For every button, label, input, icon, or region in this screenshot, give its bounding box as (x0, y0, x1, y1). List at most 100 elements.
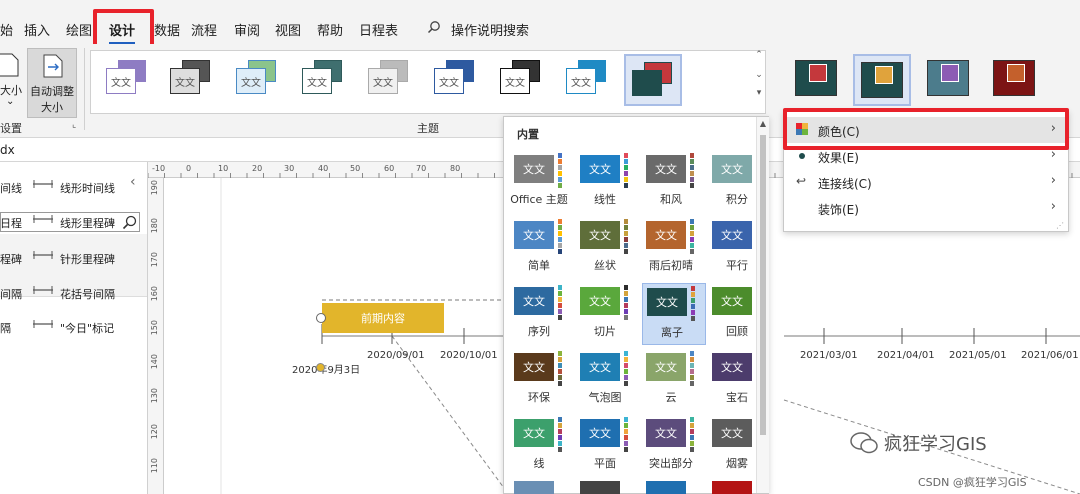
shape-item[interactable]: "今日"标记 (60, 322, 115, 335)
tab-draw[interactable]: 绘图 (66, 24, 93, 39)
theme-thumbnail[interactable]: 文文 (100, 54, 158, 106)
theme-swatch: 文文 (646, 221, 686, 249)
tab-view[interactable]: 视图 (275, 24, 302, 39)
theme-option[interactable]: 文文线 (510, 415, 574, 477)
theme-color-strip (690, 351, 694, 387)
page-size-icon[interactable] (0, 52, 20, 78)
search-icon[interactable] (122, 215, 137, 230)
shape-item[interactable]: 间隔 (0, 288, 22, 301)
shape-name-field[interactable]: dx (0, 143, 15, 157)
gallery-scroll[interactable]: ⌃ ⌄ ▾ (755, 50, 763, 98)
theme-thumbnail[interactable]: 文文 (560, 54, 618, 106)
shape-item[interactable]: 线形时间线 (60, 182, 115, 195)
variant-front (875, 66, 893, 84)
theme-option[interactable]: 文文线性 (576, 151, 640, 213)
theme-option[interactable]: 文文气泡图 (576, 349, 640, 411)
theme-option[interactable]: 文文烟雾 (708, 415, 772, 477)
scroll-up-icon[interactable]: ▲ (759, 119, 767, 128)
dialog-launcher-icon[interactable]: ⌞ (72, 120, 77, 130)
theme-shape: 文文 (236, 68, 266, 94)
tab-timeline[interactable]: 日程表 (359, 24, 399, 39)
auto-fit-icon (43, 54, 63, 78)
theme-thumbnail[interactable] (624, 54, 682, 106)
highlight-colors-item (783, 108, 1069, 150)
theme-variant[interactable] (789, 54, 847, 106)
menu-item-decorations[interactable]: 装饰(E) › (784, 195, 1068, 221)
tab-insert[interactable]: 插入 (24, 24, 51, 39)
themes-group-label: 主题 (417, 122, 439, 135)
theme-name: Office 主题 (510, 193, 568, 206)
theme-option[interactable]: 文文云 (642, 349, 706, 411)
theme-thumbnail[interactable]: 文文 (428, 54, 486, 106)
auto-fit-button[interactable]: 自动调整 大小 (27, 48, 77, 118)
ruler-tick: 20 (252, 164, 263, 173)
shape-item[interactable]: 程碑 (0, 253, 22, 266)
chevron-down-icon[interactable]: ⌄ (107, 215, 117, 228)
theme-variant[interactable] (921, 54, 979, 106)
theme-option[interactable]: 文文切片 (576, 283, 640, 345)
tab-review[interactable]: 审阅 (234, 24, 261, 39)
theme-option[interactable]: 文文简单 (510, 217, 574, 279)
tab-help[interactable]: 帮助 (317, 24, 344, 39)
menu-item-label: 装饰(E) (818, 203, 859, 217)
shape-item[interactable]: 隔 (0, 322, 11, 335)
tab-data[interactable]: 数据 (154, 24, 181, 39)
theme-option[interactable]: 文文和风 (642, 151, 706, 213)
chevron-right-icon: › (1050, 173, 1056, 188)
theme-swatch-partial[interactable] (712, 481, 752, 494)
theme-option[interactable]: 文文离子 (642, 283, 706, 345)
theme-thumbnail[interactable]: 文文 (494, 54, 552, 106)
tab-process[interactable]: 流程 (191, 24, 218, 39)
menu-item-effects[interactable]: 效果(E) › (784, 143, 1068, 169)
dropdown-scrollbar[interactable]: ▲ (756, 117, 769, 493)
theme-swatch-partial[interactable] (646, 481, 686, 494)
theme-thumbnail[interactable]: 文文 (296, 54, 354, 106)
theme-swatch-partial[interactable] (514, 481, 554, 494)
theme-thumbnail[interactable]: 文文 (164, 54, 222, 106)
timeline-interval-bar[interactable]: 前期内容 (322, 303, 444, 333)
menu-item-colors[interactable]: 颜色(C) › (784, 117, 1068, 143)
tab-home[interactable]: 始 (0, 24, 14, 39)
search-box[interactable]: 操作说明搜索 (451, 24, 530, 39)
theme-option[interactable]: 文文平行 (708, 217, 772, 279)
theme-variant[interactable] (853, 54, 911, 106)
theme-color-strip (690, 417, 694, 453)
shape-item[interactable]: 线形里程碑 (60, 217, 115, 230)
theme-shape: 文文 (434, 68, 464, 94)
resize-handle[interactable] (316, 313, 326, 323)
ruler-tick: -10 (152, 164, 166, 173)
theme-option[interactable]: 文文积分 (708, 151, 772, 213)
page-setup-group-label: 设置 (0, 122, 22, 135)
theme-name: 丝状 (594, 259, 616, 272)
theme-color-strip (624, 417, 628, 453)
chevron-down-icon[interactable]: ⌄ (6, 96, 15, 107)
theme-option[interactable]: 文文序列 (510, 283, 574, 345)
search-icon[interactable] (427, 20, 441, 37)
theme-option[interactable]: 文文突出部分 (642, 415, 706, 477)
theme-swatch-partial[interactable] (580, 481, 620, 494)
theme-option[interactable]: 文文丝状 (576, 217, 640, 279)
shape-item[interactable]: 针形里程碑 (60, 253, 115, 266)
shape-item[interactable]: 间线 (0, 182, 22, 195)
scroll-thumb[interactable] (760, 135, 766, 435)
theme-option[interactable]: 文文雨后初晴 (642, 217, 706, 279)
design-options-menu: 颜色(C) › 效果(E) › ↩ 连接线(C) › 装饰(E) › ⋰ (783, 110, 1069, 232)
resize-grip-icon[interactable]: ⋰ (1056, 221, 1064, 230)
theme-name: 简单 (528, 259, 550, 272)
tab-design[interactable]: 设计 (109, 20, 136, 44)
menu-item-connectors[interactable]: ↩ 连接线(C) › (784, 169, 1068, 195)
shape-search-input[interactable]: ⌄ (0, 212, 140, 232)
theme-thumbnail[interactable]: 文文 (230, 54, 288, 106)
shape-item[interactable]: 花括号间隔 (60, 288, 115, 301)
theme-option[interactable]: 文文环保 (510, 349, 574, 411)
collapse-pane-icon[interactable]: ‹ (130, 174, 136, 190)
milestone-marker[interactable] (316, 363, 325, 372)
shape-item[interactable]: 日程 (0, 217, 22, 230)
theme-thumbnail[interactable]: 文文 (362, 54, 420, 106)
theme-name: 宝石 (726, 391, 748, 404)
theme-option[interactable]: 文文平面 (576, 415, 640, 477)
theme-option[interactable]: 文文回顾 (708, 283, 772, 345)
theme-variant[interactable] (987, 54, 1045, 106)
